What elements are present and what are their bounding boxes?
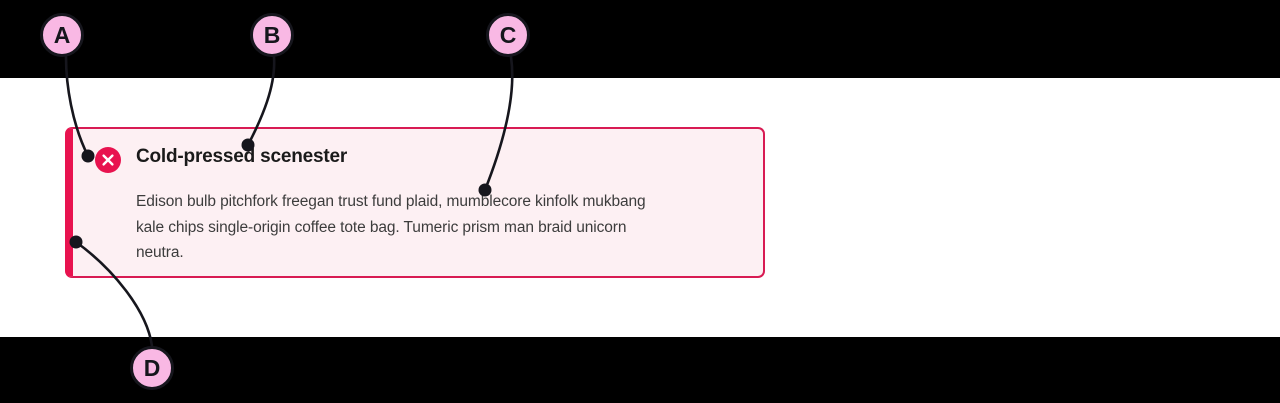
letterbox-band-bottom — [0, 337, 1280, 403]
callout-marker-c[interactable]: C — [486, 13, 530, 57]
callout-marker-a[interactable]: A — [40, 13, 84, 57]
alert-title: Cold-pressed scenester — [136, 146, 348, 167]
callout-marker-b[interactable]: B — [250, 13, 294, 57]
error-alert: Cold-pressed scenester Edison bulb pitch… — [65, 127, 765, 278]
callout-marker-d[interactable]: D — [130, 346, 174, 390]
letterbox-band-top — [0, 0, 1280, 78]
alert-body-text: Edison bulb pitchfork freegan trust fund… — [136, 193, 646, 261]
close-circle-icon[interactable] — [95, 147, 121, 173]
